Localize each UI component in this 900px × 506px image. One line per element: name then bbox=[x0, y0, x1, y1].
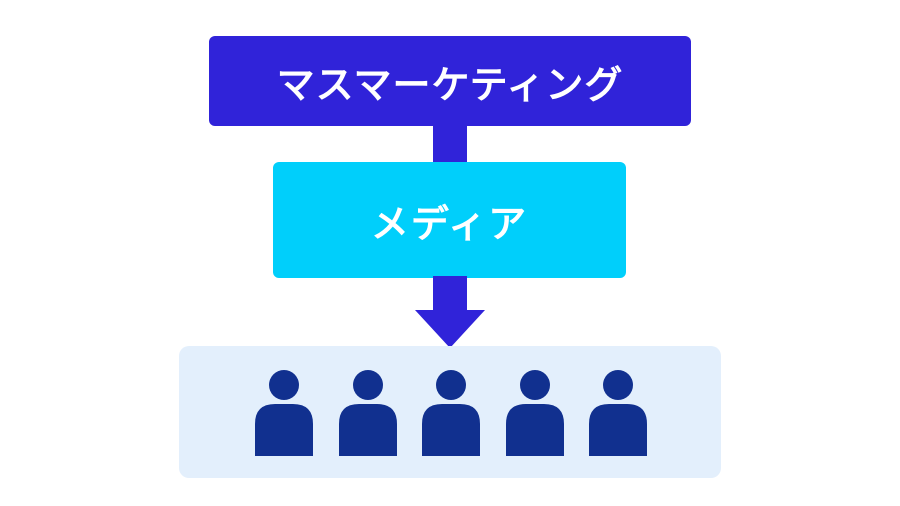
connector-bar-shape bbox=[433, 124, 467, 164]
down-arrow-icon bbox=[415, 276, 485, 348]
person-icon bbox=[339, 370, 397, 456]
person-icon bbox=[589, 370, 647, 456]
person-icon bbox=[422, 370, 480, 456]
mass-marketing-box: マスマーケティング bbox=[209, 36, 691, 126]
person-icon bbox=[506, 370, 564, 456]
person-icon bbox=[255, 370, 313, 456]
down-arrow-shape bbox=[415, 276, 485, 348]
media-box: メディア bbox=[273, 162, 626, 278]
connector-bar bbox=[433, 124, 467, 164]
